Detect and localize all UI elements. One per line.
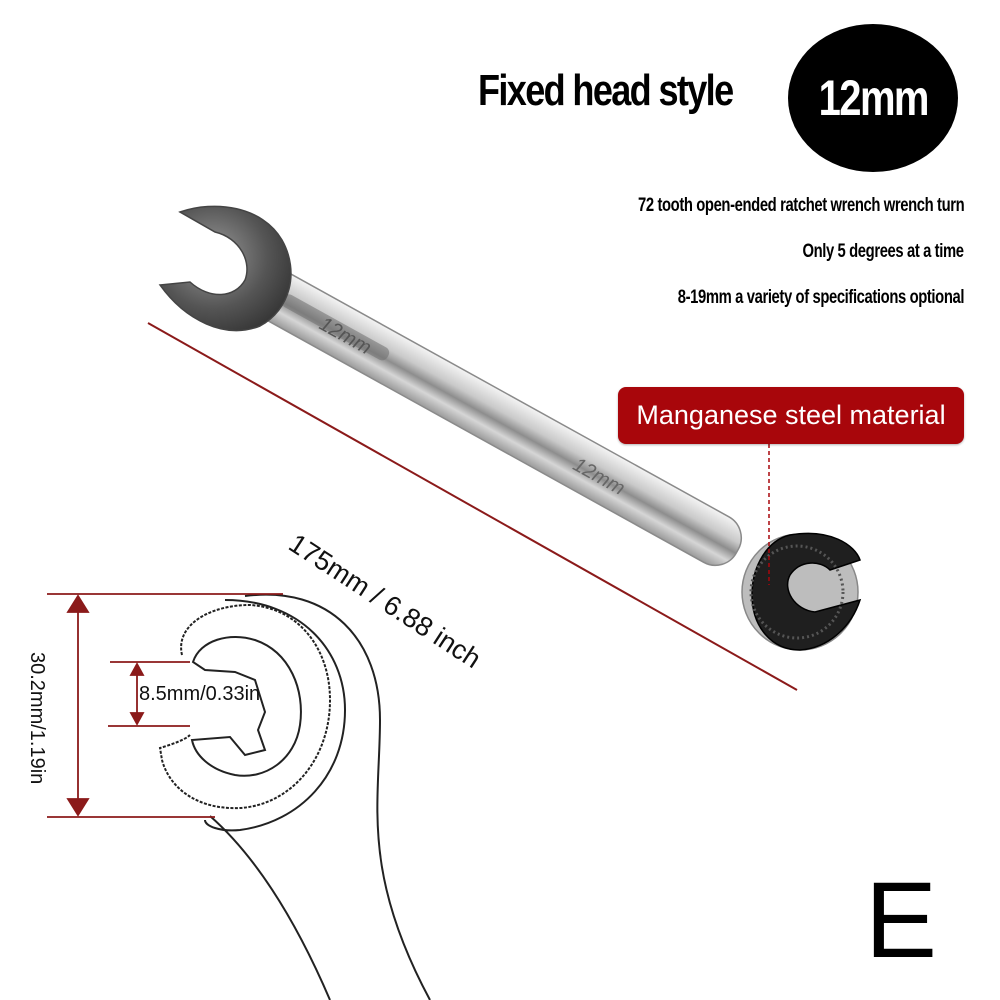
feature-line-angle: Only 5 degrees at a time — [802, 241, 965, 262]
head-line-drawing — [158, 593, 431, 1000]
size-badge: 12mm — [788, 24, 958, 172]
size-badge-label: 12mm — [818, 70, 929, 126]
feature-line-sizes: 8-19mm a variety of specifications optio… — [677, 287, 965, 308]
opening-dimension — [108, 661, 190, 727]
variant-label: E — [865, 859, 938, 980]
material-tag: Manganese steel material — [618, 387, 964, 444]
head-width-dimension-label: 30.2mm/1.19in — [26, 652, 48, 785]
wrench-photo: 12mm 12mm — [158, 205, 862, 651]
feature-line-teeth: 72 tooth open-ended ratchet wrench wrenc… — [637, 195, 965, 216]
opening-dimension-label: 8.5mm/0.33in — [139, 683, 261, 705]
headline-title: Fixed head style — [478, 66, 734, 115]
material-tag-label: Manganese steel material — [636, 400, 946, 430]
head-width-dimension — [47, 593, 283, 818]
length-dimension-line — [147, 322, 798, 691]
